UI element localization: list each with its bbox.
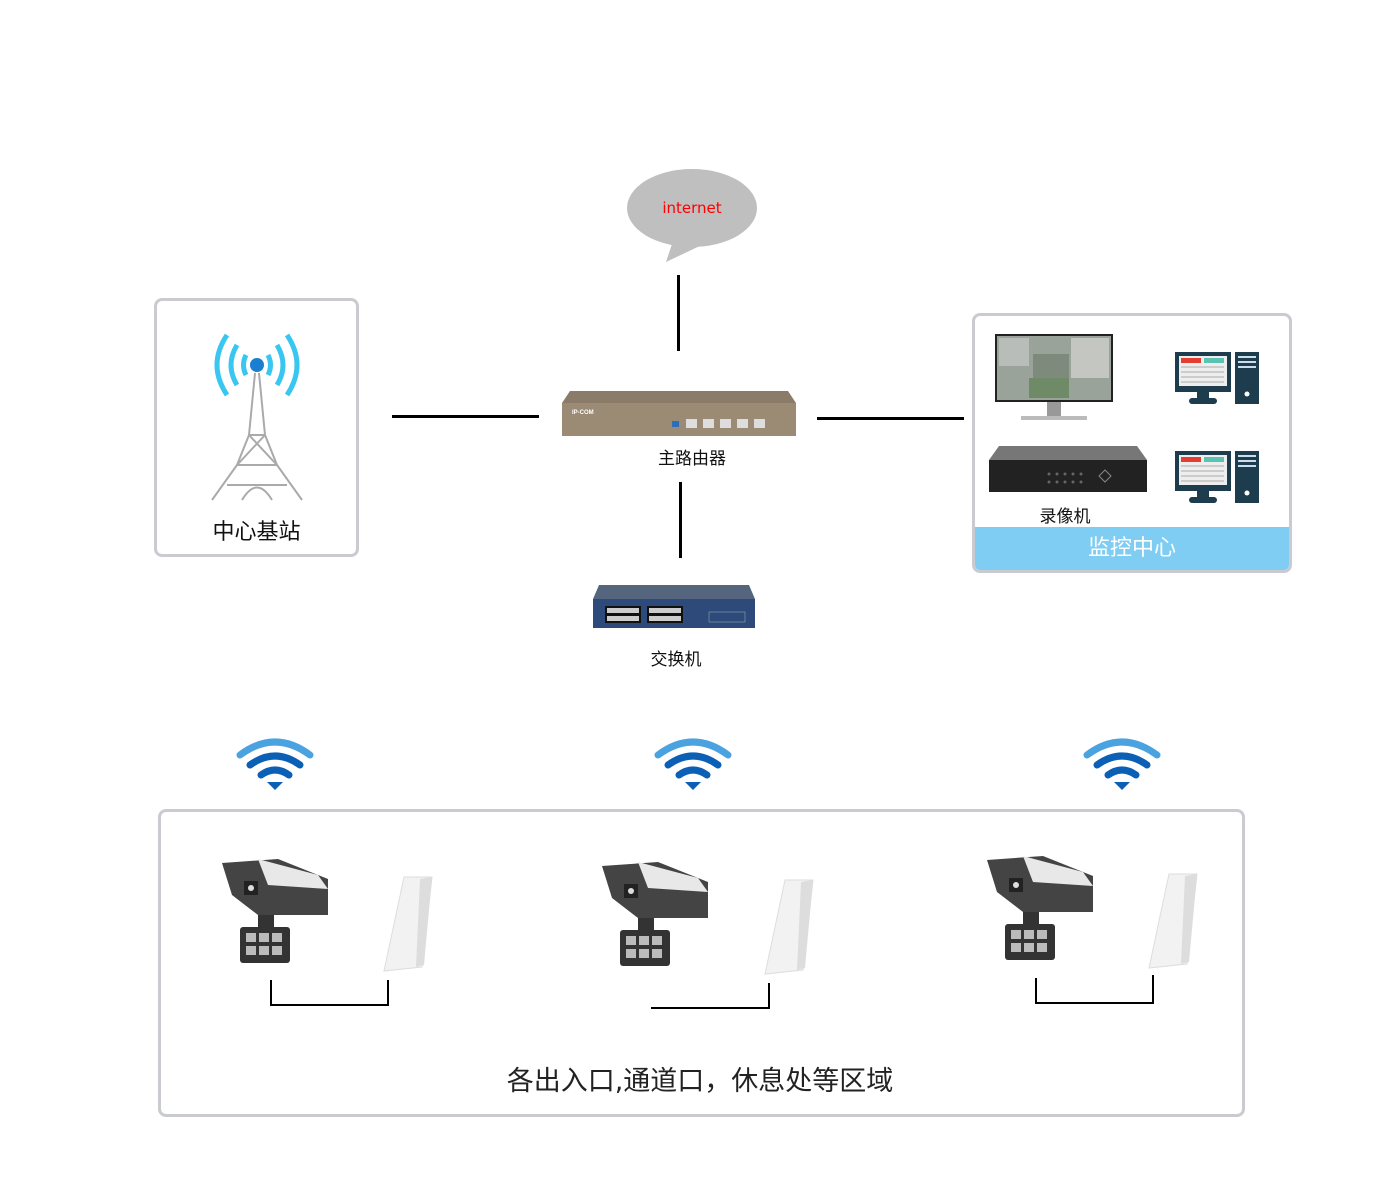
base-station-panel: 中心基站: [154, 298, 359, 557]
bullet-camera-icon: [987, 856, 1093, 960]
router-brand-logo: IP-COM: [572, 410, 594, 416]
computer-icon: [1175, 451, 1259, 503]
nvr-label: 录像机: [1039, 507, 1091, 527]
camera-bridge-link: [1152, 975, 1154, 1004]
speech-bubble-icon: [627, 169, 757, 262]
camera-bridge-link: [1035, 1002, 1154, 1004]
camera-area-panel: [158, 809, 1245, 1117]
camera-bridge-link: [768, 983, 770, 1009]
wifi-icon: [1083, 738, 1161, 790]
link-base-router: [392, 415, 539, 418]
wireless-bridge-icon: [764, 879, 814, 975]
area-label: 各出入口,通道口，休息处等区域: [506, 1066, 894, 1097]
link-internet-router: [677, 275, 680, 351]
camera-bridge-link: [387, 980, 389, 1006]
internet-bubble: internet: [626, 168, 758, 264]
monitor-icon: [995, 334, 1113, 420]
bullet-camera-icon: [602, 862, 708, 966]
wireless-bridge-icon: [1148, 873, 1198, 969]
internet-label: internet: [662, 199, 722, 217]
link-router-switch: [679, 482, 682, 558]
monitor-center-title: 监控中心: [975, 527, 1289, 570]
camera-bridge-link: [1035, 978, 1037, 1004]
monitor-center-panel: 录像机 监控中心: [972, 313, 1292, 573]
router-label: 主路由器: [658, 449, 726, 469]
wifi-icon: [236, 738, 314, 790]
wireless-bridge-icon: [383, 876, 433, 972]
antenna-tower-icon: [211, 333, 303, 501]
computer-icon: [1175, 352, 1259, 404]
nvr-icon: [989, 446, 1147, 492]
camera-bridge-link: [651, 1007, 770, 1009]
camera-bridge-link: [270, 980, 272, 1006]
router-icon: IP-COM: [562, 391, 796, 436]
link-router-monitor: [817, 417, 964, 420]
wifi-icon: [654, 738, 732, 790]
bullet-camera-icon: [222, 859, 328, 963]
router-device: IP-COM: [562, 391, 796, 436]
base-station-label: 中心基站: [212, 520, 301, 545]
camera-bridge-link: [270, 1004, 389, 1006]
switch-label: 交换机: [650, 650, 702, 670]
switch-icon: [593, 585, 755, 628]
switch-device: [593, 585, 755, 628]
